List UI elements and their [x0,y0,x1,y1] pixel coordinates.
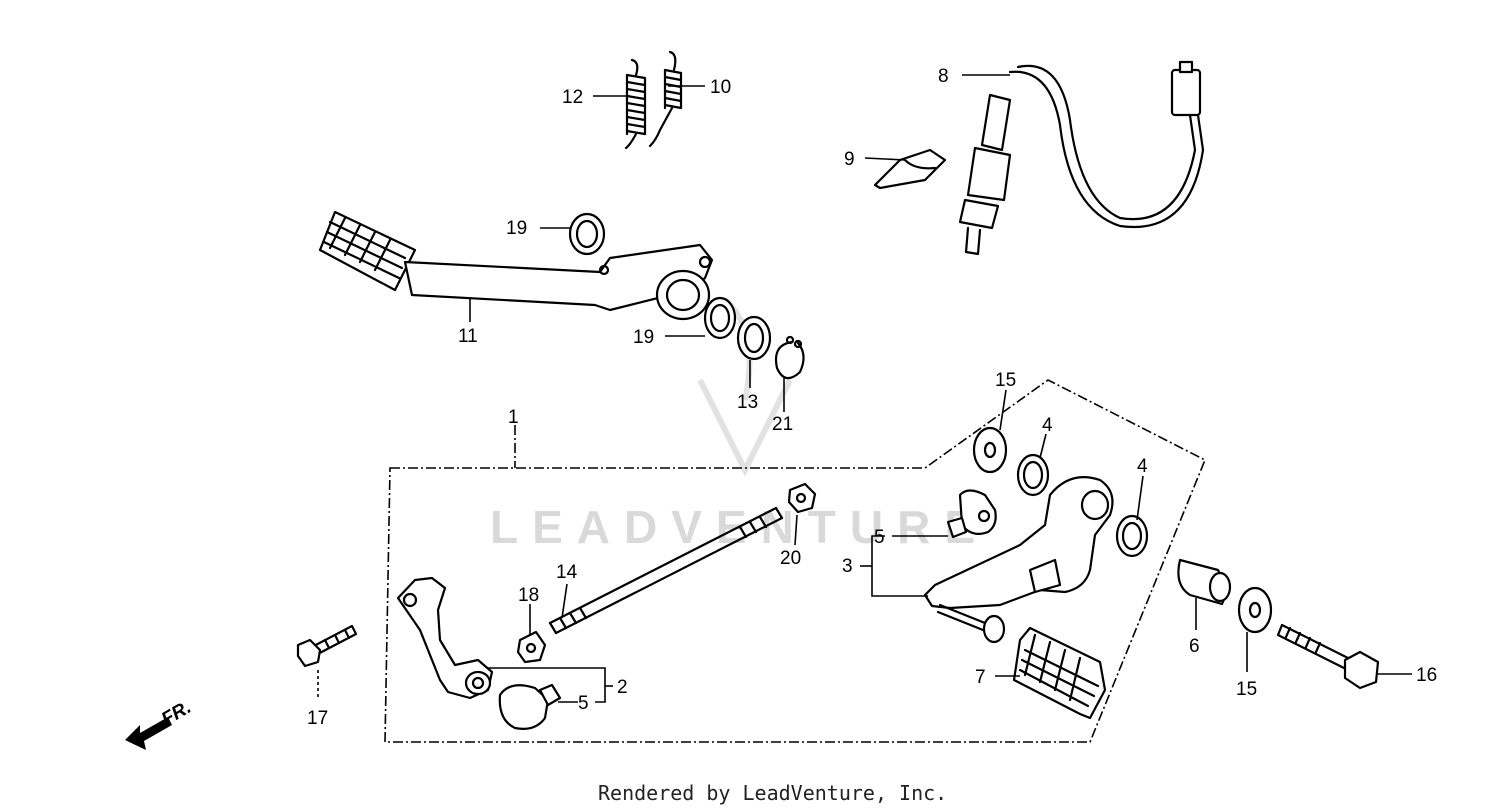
spring-12 [624,58,647,150]
bushing-4-lower [1115,514,1149,558]
spring-10 [648,50,683,148]
arm-3 [923,476,1114,644]
rod-14 [548,506,784,635]
callout-17: 17 [307,708,328,729]
circlip-21 [774,335,805,380]
collar-6 [1177,558,1232,606]
callout-15-upper: 15 [995,370,1016,391]
callout-20: 20 [780,548,801,569]
callout-8: 8 [938,66,949,87]
nut-18 [516,630,547,664]
callout-19-lower: 19 [633,327,654,348]
callout-1: 1 [508,407,519,428]
callout-14: 14 [556,562,578,583]
callout-11: 11 [458,326,478,347]
callout-6: 6 [1189,636,1200,657]
bolt-17 [296,624,358,668]
callout-4-upper: 4 [1042,415,1053,436]
pedal-11 [318,210,714,321]
joint-5-lower [498,683,562,730]
callout-4-lower: 4 [1137,456,1148,477]
leader-lines [317,74,1412,703]
washer-13 [736,315,772,361]
front-arrow-icon: FR. [125,697,195,750]
footer-credit: Rendered by LeadVenture, Inc. [598,781,947,805]
callout-7: 7 [975,667,986,688]
nut-20 [787,482,817,514]
rubber-7 [1012,626,1107,720]
washer-15-lower [1237,586,1273,634]
seal-19-upper [568,212,606,256]
callout-21: 21 [772,414,793,435]
callout-9: 9 [844,149,855,170]
washer-15-upper [972,426,1008,474]
callout-3: 3 [842,556,853,577]
bushing-4-upper [1016,453,1050,497]
callout-15-lower: 15 [1236,679,1257,700]
seal-19-lower [703,296,737,340]
joint-5-upper [946,489,997,539]
callout-5-upper: 5 [874,527,885,548]
assembly-outline [384,379,1207,743]
callout-12: 12 [562,87,583,108]
callout-2: 2 [617,677,628,698]
arm-2 [396,576,494,700]
callout-10: 10 [710,77,731,98]
switch-8 [958,60,1205,256]
callout-18: 18 [518,585,539,606]
bolt-16 [1276,623,1380,690]
clip-9 [873,148,947,190]
callout-16: 16 [1416,665,1437,686]
callout-19-upper: 19 [506,218,527,239]
callout-5-lower: 5 [578,693,589,714]
callout-13: 13 [737,392,758,413]
